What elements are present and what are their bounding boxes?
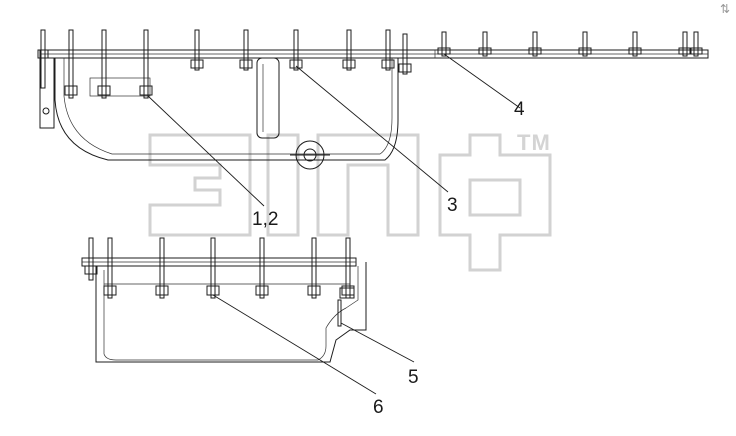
bolt [342,29,356,71]
leader-3 [295,65,449,193]
callout-6: 6 [373,397,384,418]
lower-pan-body [95,262,367,363]
bolt [689,31,703,57]
callout-3: 3 [447,195,458,216]
expand-arrows-icon[interactable]: ⇅ [719,2,730,16]
bolt [239,29,253,71]
upper-flange-bolts [37,29,703,99]
bolt [628,31,642,57]
bolt [437,31,451,57]
bolt [139,29,153,99]
bolt [528,31,542,57]
callout-5: 5 [408,367,419,388]
bolt [678,31,692,57]
bolt [103,237,117,299]
upper-pan-flange [39,49,709,59]
bolt [307,237,321,299]
bolt [478,31,492,57]
bolt [381,29,395,71]
lower-flange-bolts [84,237,355,327]
drain-plug [290,140,330,170]
bolt [64,29,78,99]
bolt [84,237,98,281]
bolt [37,29,49,89]
callout-4: 4 [514,99,525,120]
bolt [337,299,342,327]
bolt [578,31,592,57]
bolt [289,29,303,71]
bolt [206,237,220,299]
leader-6 [212,294,377,395]
callout-1-2: 1,2 [252,209,279,230]
bolt [97,29,111,99]
bolt [398,33,412,75]
bolt [255,237,269,299]
leader-1-2 [147,95,265,207]
leader-lines [147,53,521,395]
bolt [190,29,204,71]
watermark-trademark: TM [517,130,551,155]
leader-4 [443,53,521,109]
lower-pan-flange [81,257,357,267]
bolt [341,237,355,299]
bolt [155,237,169,299]
leader-5 [340,322,415,363]
